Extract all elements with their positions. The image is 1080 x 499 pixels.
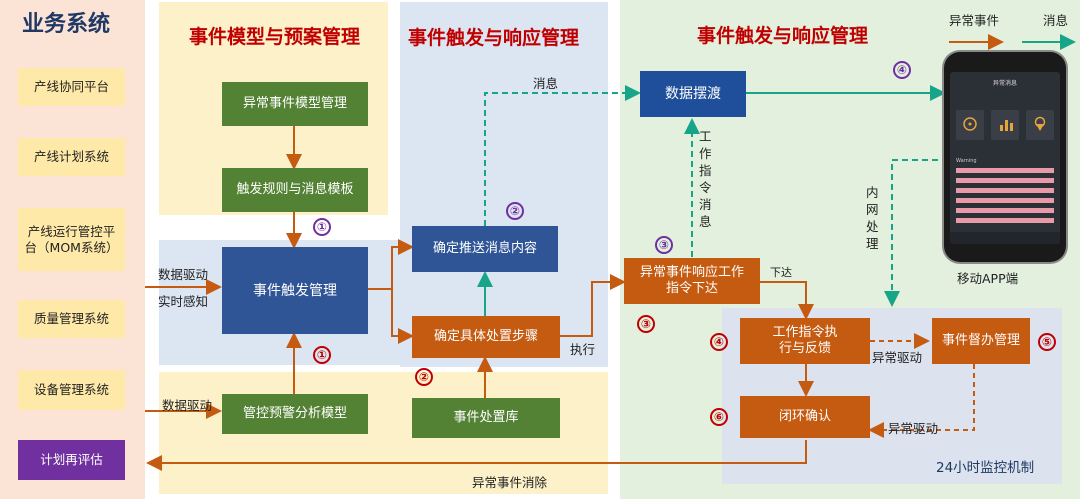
work-instruction-msg-label: 工作指令消息: [699, 129, 712, 229]
step-6-marker: ⑥: [710, 408, 728, 426]
phone-tabbar[interactable]: [950, 232, 1060, 244]
phone-alert-list: [956, 168, 1054, 228]
trigger-rules-box[interactable]: 触发规则与消息模板: [222, 168, 368, 212]
response-instruction-box[interactable]: 异常事件响应工作指令下达: [624, 258, 760, 304]
system-item-line-collab[interactable]: 产线协同平台: [18, 68, 125, 106]
step-5-marker: ⑤: [1038, 333, 1056, 351]
realtime-label: 实时感知: [158, 294, 209, 309]
sidebar-title: 业务系统: [22, 12, 111, 37]
supervise-mgmt-box[interactable]: 事件督办管理: [932, 318, 1030, 364]
mobile-phone: 异常消息 Warning: [944, 52, 1066, 262]
step-2-marker: ②: [506, 202, 524, 220]
event-trigger-mgmt-box[interactable]: 事件触发管理: [222, 247, 368, 334]
phone-tile-2[interactable]: [991, 110, 1019, 140]
push-content-box[interactable]: 确定推送消息内容: [412, 226, 558, 272]
event-library-box[interactable]: 事件处置库: [412, 398, 560, 438]
phone-screen[interactable]: 异常消息 Warning: [950, 72, 1060, 244]
issue-label: 下达: [770, 266, 792, 279]
step-4-marker-b: ④: [710, 333, 728, 351]
step-3-marker-b: ③: [637, 315, 655, 333]
data-ferry-box[interactable]: 数据摆渡: [640, 71, 746, 117]
eliminate-label: 异常事件消除: [472, 475, 548, 490]
bar-chart-icon: [1000, 120, 1013, 131]
phone-section-label: Warning: [956, 158, 977, 164]
system-item-mom[interactable]: 产线运行管控平台（MOM系统）: [18, 208, 125, 271]
system-item-line-plan[interactable]: 产线计划系统: [18, 138, 125, 176]
monitor-mechanism-label: 24小时监控机制: [936, 460, 1035, 476]
event-model-mgmt-box[interactable]: 异常事件模型管理: [222, 82, 368, 126]
target-icon: [963, 117, 977, 131]
system-item-equipment[interactable]: 设备管理系统: [18, 370, 125, 410]
mobile-app-label: 移动APP端: [957, 271, 1019, 286]
phone-tile-3[interactable]: [1026, 110, 1054, 140]
handling-steps-box[interactable]: 确定具体处置步骤: [412, 316, 560, 358]
step-1-marker: ①: [313, 218, 331, 236]
message-label: 消息: [533, 76, 559, 91]
intranet-label: 内网处理: [866, 185, 879, 251]
step-4-marker: ④: [893, 61, 911, 79]
system-item-quality[interactable]: 质量管理系统: [18, 300, 125, 338]
trigger-title-left: 事件触发与响应管理: [408, 27, 580, 49]
warning-model-box[interactable]: 管控预警分析模型: [222, 394, 368, 434]
phone-header: 异常消息: [992, 80, 1017, 87]
step-3-marker: ③: [655, 236, 673, 254]
abnormal-drive-label-2: 异常驱动: [888, 421, 939, 436]
step-2-marker-b: ②: [415, 368, 433, 386]
legend-abnormal-label: 异常事件: [949, 13, 1000, 28]
instruction-execution-box[interactable]: 工作指令执行与反馈: [740, 318, 870, 364]
legend-message-label: 消息: [1043, 13, 1069, 28]
location-pin-icon: [1034, 116, 1046, 131]
step-1-marker-b: ①: [313, 346, 331, 364]
trigger-panel-left: [400, 2, 608, 367]
abnormal-drive-label-1: 异常驱动: [872, 350, 923, 365]
trigger-title-right: 事件触发与响应管理: [697, 25, 869, 47]
closure-confirm-box[interactable]: 闭环确认: [740, 396, 870, 438]
plan-reassess-button[interactable]: 计划再评估: [18, 440, 125, 480]
data-driven-label-2: 数据驱动: [162, 398, 213, 413]
phone-tile-1[interactable]: [956, 110, 984, 140]
data-driven-label: 数据驱动: [158, 267, 209, 282]
execute-label: 执行: [570, 342, 596, 357]
model-title: 事件模型与预案管理: [189, 26, 361, 48]
